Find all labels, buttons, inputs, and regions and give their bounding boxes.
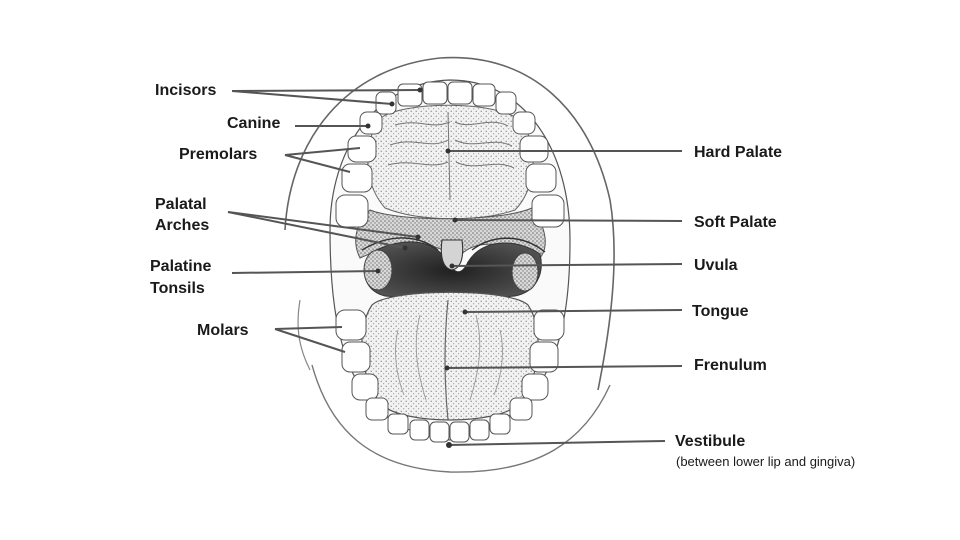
leader-soft-palate <box>455 220 682 221</box>
label-soft-palate: Soft Palate <box>694 212 777 234</box>
leader-vestibule <box>449 441 665 445</box>
label-premolars: Premolars <box>179 144 257 166</box>
label-frenulum: Frenulum <box>694 355 767 377</box>
palatine-tonsil-right <box>512 253 538 291</box>
leader-molars-b <box>275 329 345 352</box>
label-uvula: Uvula <box>694 255 738 277</box>
leader-incisors-b <box>232 91 392 104</box>
cheek-outline-left <box>298 300 310 370</box>
leader-incisors-a <box>232 90 420 91</box>
label-palatine-tonsils-line1: Palatine <box>150 256 211 278</box>
leader-molars-a <box>275 327 342 329</box>
label-palatal-arches-line2: Arches <box>155 215 209 237</box>
label-hard-palate: Hard Palate <box>694 142 782 164</box>
label-vestibule: Vestibule <box>675 431 745 453</box>
label-tongue: Tongue <box>692 301 749 323</box>
label-molars: Molars <box>197 320 249 342</box>
label-palatal-arches-line1: Palatal <box>155 194 207 216</box>
hard-palate <box>368 105 533 219</box>
leader-premolars-b <box>285 155 350 172</box>
label-palatine-tonsils-line2: Tonsils <box>150 278 205 300</box>
label-incisors: Incisors <box>155 80 216 102</box>
label-canine: Canine <box>227 113 280 135</box>
label-vestibule-note: (between lower lip and gingiva) <box>676 454 855 469</box>
